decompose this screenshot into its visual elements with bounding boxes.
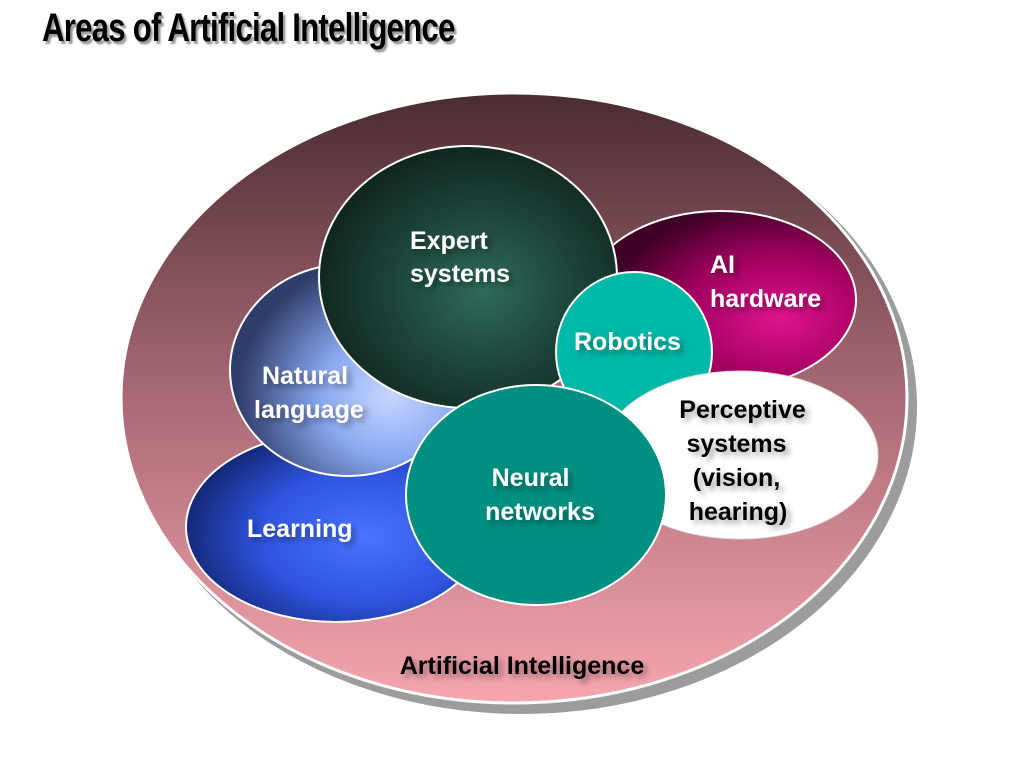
learning-label: Learning — [247, 515, 353, 543]
neural-networks-label: Neural networks — [485, 464, 595, 526]
ai-hardware-label: AI hardware — [710, 251, 821, 313]
artificial-intelligence-label: Artificial Intelligence — [400, 652, 645, 680]
neural-networks-ellipse — [405, 384, 667, 606]
slide-title: Areas of Artificial Intelligence — [42, 6, 455, 50]
natural-language-label: Natural language — [254, 362, 364, 424]
expert-systems-label: Expert systems — [410, 227, 510, 288]
robotics-label: Robotics — [574, 328, 681, 356]
perceptive-systems-label: Perceptive systems (vision, hearing) — [679, 396, 812, 526]
